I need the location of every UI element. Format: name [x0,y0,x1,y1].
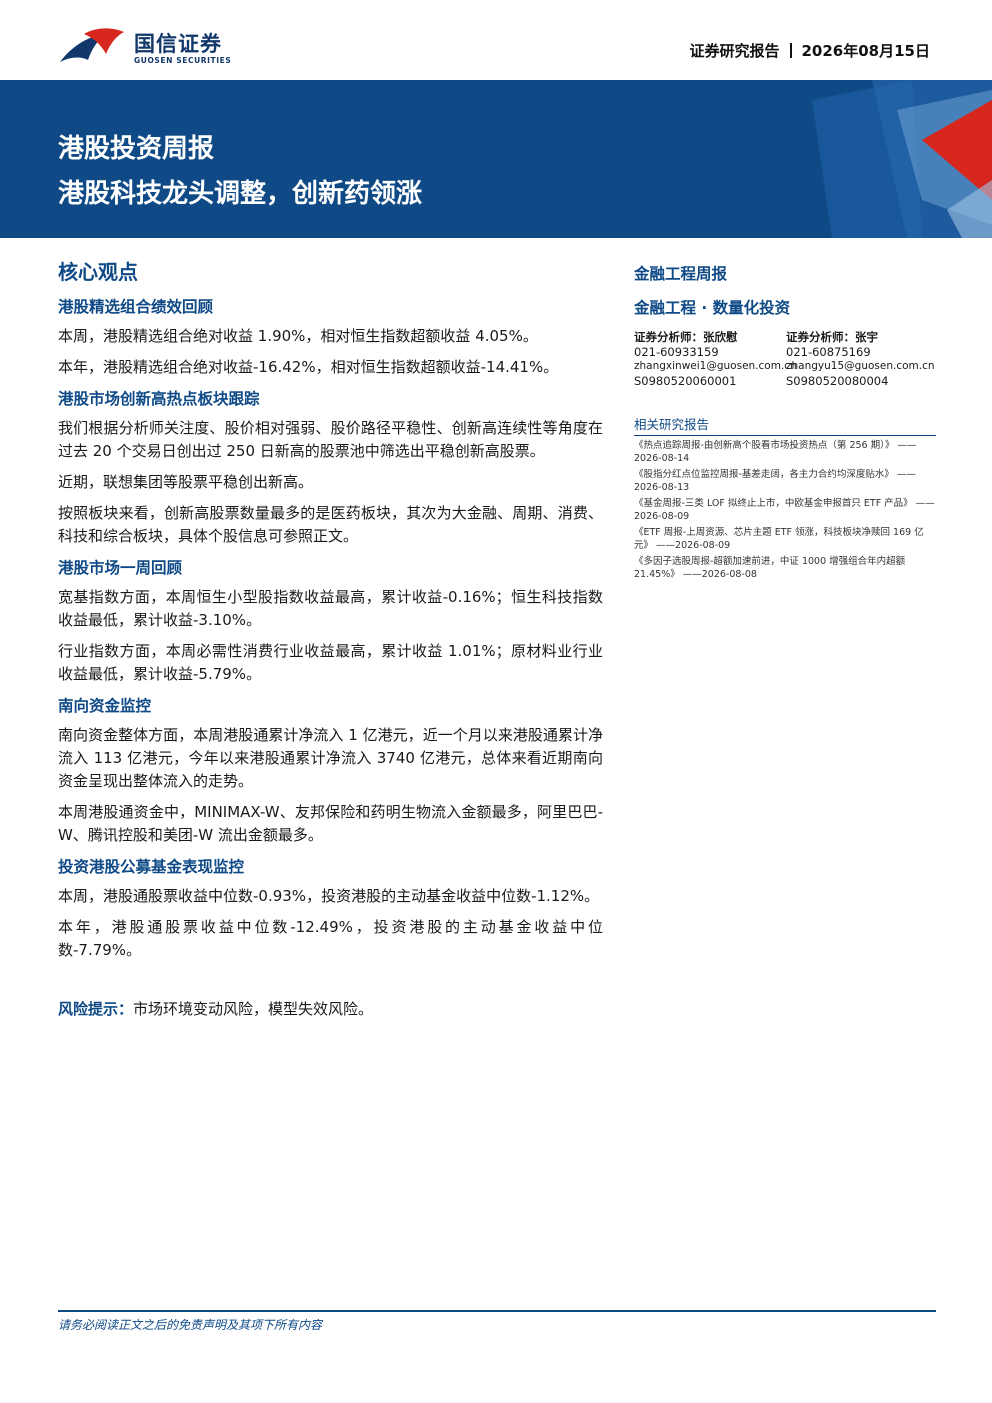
report-headline: 港股科技龙头调整，创新药领涨 [58,179,423,209]
risk-label: 风险提示： [58,1000,134,1018]
paragraph: 本周港股通资金中，MINIMAX-W、友邦保险和药明生物流入金额最多，阿里巴巴-… [58,803,603,844]
report-date: 2026年08月15日 [801,42,931,60]
related-reports: 相关研究报告 《热点追踪周报-由创新高个股看市场投资热点（第 256 期）》 —… [634,414,936,581]
core-views: 核心观点 港股精选组合绩效回顾 本周，港股精选组合绝对收益 1.90%，相对恒生… [58,256,603,1021]
related-report-item[interactable]: 《股指分红点位监控周报-基差走阔，各主力合约均深度贴水》 ——2026-08-1… [634,469,916,493]
analyst-phone: 021-60875169 [786,344,871,359]
analyst-card: 证券分析师：张宇 021-60875169 zhangyu15@guosen.c… [786,330,936,388]
core-views-heading: 核心观点 [58,260,138,284]
analyst-name: 证券分析师：张宇 [786,330,878,344]
section-title: 投资港股公募基金表现监控 [58,858,245,876]
section-title: 港股精选组合绩效回顾 [58,298,214,316]
section-title: 南向资金监控 [58,697,152,715]
sidebar: 金融工程周报 金融工程 · 数量化投资 证券分析师：张欣慰 021-609331… [634,262,936,581]
risk-text: 市场环境变动风险，模型失效风险。 [133,1000,374,1018]
report-type: 证券研究报告 [689,42,780,60]
banner-decoration-icon [812,80,992,238]
title-banner [0,80,992,238]
analyst-list: 证券分析师：张欣慰 021-60933159 zhangxinwei1@guos… [634,330,936,388]
paragraph: 本周，港股通股票收益中位数-0.93%，投资港股的主动基金收益中位数-1.12%… [58,887,600,905]
analyst-phone: 021-60933159 [634,344,719,359]
report-subcategory: 金融工程 · 数量化投资 [634,299,791,317]
paragraph: 南向资金整体方面，本周港股通累计净流入 1 亿港元，近一个月以来港股通累计净流入… [58,726,603,790]
paragraph: 本年，港股通股票收益中位数-12.49%，投资港股的主动基金收益中位数-7.79… [58,918,603,959]
footer-divider [58,1310,936,1312]
paragraph: 按照板块来看，创新高股票数量最多的是医药板块，其次为大金融、周期、消费、科技和综… [58,504,603,545]
risk-warning: 风险提示：市场环境变动风险，模型失效风险。 [58,998,603,1021]
analyst-card: 证券分析师：张欣慰 021-60933159 zhangxinwei1@guos… [634,330,797,388]
divider [789,43,792,58]
report-meta: 证券研究报告 2026年08月15日 [689,40,930,61]
paragraph: 行业指数方面，本周必需性消费行业收益最高，累计收益 1.01%；原材料业行业收益… [58,642,603,683]
paragraph: 本年，港股精选组合绝对收益-16.42%，相对恒生指数超额收益-14.41%。 [58,358,559,376]
paragraph: 本周，港股精选组合绝对收益 1.90%，相对恒生指数超额收益 4.05%。 [58,327,538,345]
analyst-cert: S0980520060001 [634,373,737,388]
paragraph: 宽基指数方面，本周恒生小型股指数收益最高，累计收益-0.16%；恒生科技指数收益… [58,588,603,629]
section-title: 港股市场创新高热点板块跟踪 [58,390,260,408]
related-report-item[interactable]: 《热点追踪周报-由创新高个股看市场投资热点（第 256 期）》 ——2026-0… [634,440,917,464]
paragraph: 近期，联想集团等股票平稳创出新高。 [58,473,314,491]
related-reports-heading: 相关研究报告 [634,414,936,436]
page-header: 国信证券 GUOSEN SECURITIES 证券研究报告 2026年08月15日 [0,0,992,80]
related-report-item[interactable]: 《ETF 周报-上周资源、芯片主题 ETF 领涨，科技板块净赎回 169 亿元》… [634,527,924,551]
logo-text-cn: 国信证券 [134,32,222,56]
analyst-email[interactable]: zhangyu15@guosen.com.cn [786,360,935,372]
section-title: 港股市场一周回顾 [58,559,183,577]
paragraph: 我们根据分析师关注度、股价相对强弱、股价路径平稳性、创新高连续性等角度在过去 2… [58,419,603,460]
related-report-item[interactable]: 《基金周报-三类 LOF 拟终止上市，中欧基金申报首只 ETF 产品》 ——20… [634,498,935,522]
report-category: 金融工程周报 [634,265,728,283]
footer-disclaimer: 请务必阅读正文之后的免责声明及其项下所有内容 [58,1318,323,1332]
analyst-email[interactable]: zhangxinwei1@guosen.com.cn [634,360,797,372]
guosen-logo-icon [60,28,124,62]
logo-text-en: GUOSEN SECURITIES [134,56,232,65]
related-report-item[interactable]: 《多因子选股周报-超额加速前进，中证 1000 增强组合年内超额 21.45%》… [634,556,906,580]
analyst-name: 证券分析师：张欣慰 [634,330,738,344]
report-series-title: 港股投资周报 [58,134,215,164]
analyst-cert: S0980520080004 [786,373,889,388]
